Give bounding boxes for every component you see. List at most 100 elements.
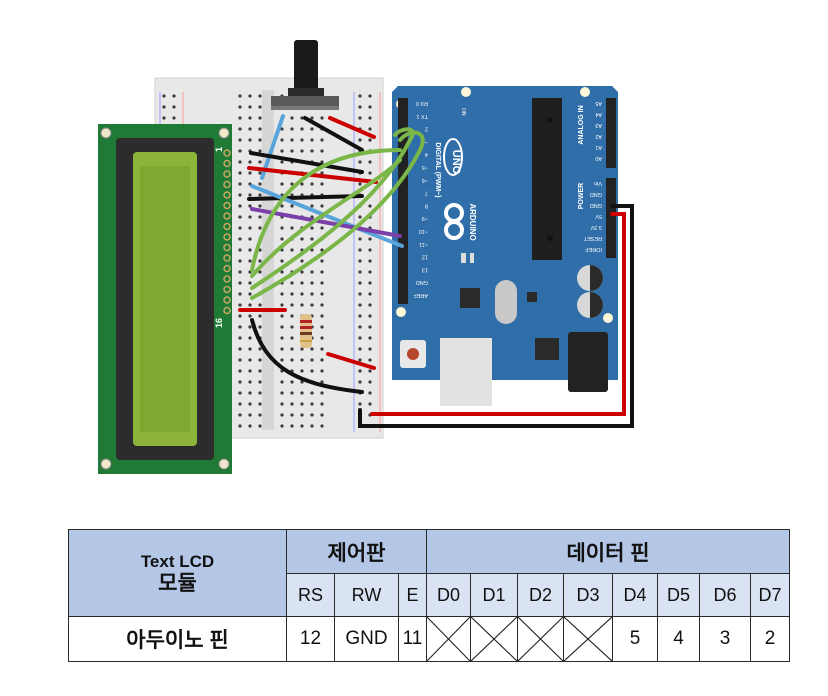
breadboard-hole: [258, 391, 262, 395]
breadboard-hole: [320, 182, 324, 186]
breadboard-hole: [300, 116, 304, 120]
pin-label: 3.3V: [590, 224, 602, 230]
pin-label: TX 1: [416, 113, 428, 119]
breadboard-hole: [320, 171, 324, 175]
pin-label: GND: [590, 202, 602, 208]
breadboard-hole: [310, 347, 314, 351]
wire-black-1: [249, 151, 364, 174]
breadboard-hole: [258, 314, 262, 318]
breadboard-hole: [310, 303, 314, 307]
breadboard-hole: [238, 204, 242, 208]
breadboard-hole: [320, 314, 324, 318]
breadboard-hole: [238, 402, 242, 406]
breadboard-hole: [280, 138, 284, 142]
breadboard-hole: [300, 347, 304, 351]
pin-label: ~11: [419, 241, 428, 247]
breadboard-hole: [320, 325, 324, 329]
wire-purple-e: [250, 207, 402, 238]
breadboard-hole: [248, 193, 252, 197]
pin-name-rs: RS: [286, 573, 335, 617]
breadboard-hole: [238, 259, 242, 263]
breadboard-hole: [238, 193, 242, 197]
breadboard-hole: [238, 127, 242, 131]
breadboard-hole: [248, 138, 252, 142]
breadboard-hole: [248, 391, 252, 395]
wire-green-d6: [250, 158, 402, 278]
breadboard-hole: [258, 171, 262, 175]
breadboard-hole: [290, 380, 294, 384]
breadboard-hole: [248, 215, 252, 219]
wire-black-gnd: [358, 204, 634, 428]
breadboard-hole: [300, 138, 304, 142]
breadboard-hole: [238, 303, 242, 307]
lcd-pin: [223, 285, 231, 294]
breadboard-hole: [320, 336, 324, 340]
breadboard-hole: [248, 336, 252, 340]
breadboard-hole: [258, 116, 262, 120]
breadboard-hole: [290, 336, 294, 340]
breadboard-hole: [300, 413, 304, 417]
breadboard-hole: [238, 94, 242, 98]
breadboard-hole: [310, 149, 314, 153]
breadboard-hole: [248, 160, 252, 164]
breadboard-hole: [290, 281, 294, 285]
breadboard-hole: [248, 281, 252, 285]
breadboard-hole: [300, 182, 304, 186]
breadboard-hole: [248, 413, 252, 417]
arduino-pin-d4: 5: [612, 616, 658, 662]
breadboard-hole: [172, 105, 176, 109]
breadboard-hole: [358, 325, 362, 329]
arduino-pin-rw: GND: [334, 616, 399, 662]
breadboard-hole: [290, 127, 294, 131]
pin-label: 2: [425, 126, 428, 132]
arduino-uno: UNO ARDUINO DIGITAL (PWM~) ANALOG IN POW…: [392, 86, 618, 406]
breadboard-hole: [358, 281, 362, 285]
breadboard-hole: [358, 303, 362, 307]
breadboard-hole: [162, 116, 166, 120]
breadboard-hole: [238, 105, 242, 109]
breadboard-hole: [290, 314, 294, 318]
breadboard-hole: [290, 292, 294, 296]
breadboard-hole: [300, 127, 304, 131]
not-connected-d3: [563, 616, 613, 662]
breadboard-hole: [258, 325, 262, 329]
breadboard-hole: [238, 160, 242, 164]
breadboard-hole: [238, 380, 242, 384]
pin-label: GND: [416, 279, 428, 285]
row-label: 아두이노 핀: [68, 616, 287, 662]
breadboard-hole: [358, 237, 362, 241]
breadboard-hole: [310, 424, 314, 428]
breadboard-hole: [248, 347, 252, 351]
breadboard-hole: [358, 369, 362, 373]
arduino-brand-text: ARDUINO: [468, 203, 477, 240]
breadboard-hole: [280, 358, 284, 362]
power-label: POWER: [578, 183, 585, 209]
lcd-pin: [223, 222, 231, 231]
pin-label: A2: [595, 133, 602, 139]
cross-mark-icon: [427, 617, 470, 661]
breadboard-hole: [290, 116, 294, 120]
pin-label: ~10: [419, 228, 428, 234]
breadboard-hole: [320, 369, 324, 373]
arduino-pin-d6: 3: [699, 616, 751, 662]
wire-black-3: [250, 318, 364, 394]
breadboard-hole: [258, 94, 262, 98]
lcd-pin: [223, 306, 231, 315]
not-connected-d0: [426, 616, 471, 662]
breadboard-hole: [248, 303, 252, 307]
breadboard-hole: [248, 402, 252, 406]
breadboard-hole: [238, 413, 242, 417]
breadboard-hole: [238, 237, 242, 241]
breadboard-hole: [300, 303, 304, 307]
breadboard-hole: [290, 347, 294, 351]
lcd-pin: [223, 296, 231, 304]
breadboard-hole: [310, 292, 314, 296]
breadboard-hole: [238, 171, 242, 175]
data-group-header: 데이터 핀: [426, 529, 790, 574]
breadboard-hole: [310, 358, 314, 362]
breadboard-hole: [358, 270, 362, 274]
breadboard-hole: [238, 369, 242, 373]
